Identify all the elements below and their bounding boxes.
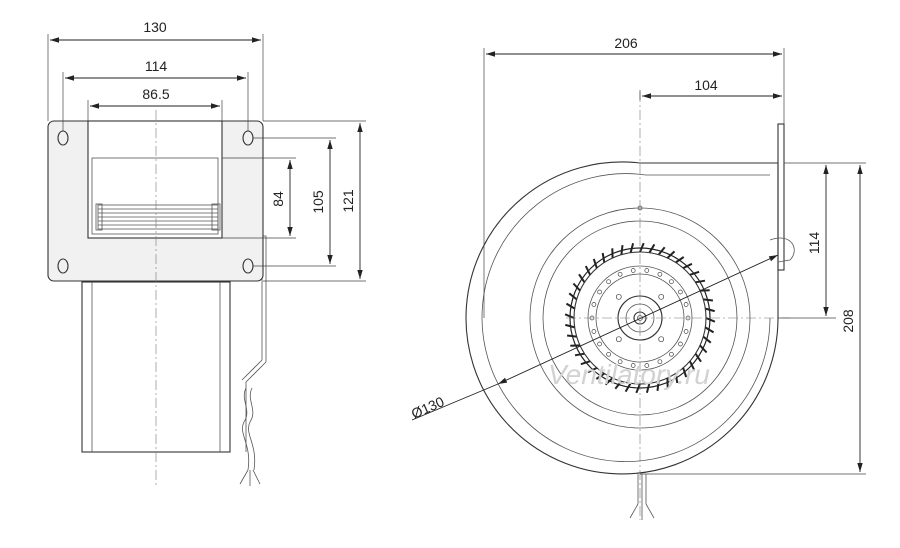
rivet — [678, 289, 683, 295]
rivet — [597, 289, 602, 295]
dim-label-114-front: 114 — [806, 232, 822, 255]
impeller-blades — [95, 203, 221, 231]
dim-label-121: 121 — [340, 189, 356, 213]
dim-label-105: 105 — [310, 190, 326, 214]
rivet — [606, 351, 611, 357]
outlet-opening — [87, 120, 223, 239]
rivet — [683, 302, 689, 307]
dim-label-104: 104 — [694, 77, 718, 93]
rivet — [678, 341, 683, 347]
mounting-hole-bottom-left — [57, 258, 69, 274]
watermark: Ventilatory.ru — [548, 359, 710, 390]
hub-bolt — [615, 336, 622, 343]
hub-bolt — [658, 293, 665, 300]
dim-label-diameter: Ø130 — [409, 393, 447, 422]
cable — [242, 387, 250, 471]
rivet — [683, 329, 689, 334]
rivet — [657, 271, 663, 277]
outlet-flange — [777, 123, 785, 271]
rivet — [617, 271, 623, 277]
cable-front — [637, 474, 647, 504]
dim-label-208: 208 — [840, 309, 856, 333]
diameter-line — [497, 254, 779, 385]
hub-bolt — [658, 336, 665, 343]
dim-label-84: 84 — [270, 191, 286, 207]
rivet — [644, 268, 650, 273]
rivet — [591, 302, 597, 307]
side-view: 130 114 86.5 84 105 121 — [47, 19, 366, 486]
rivet — [630, 268, 636, 273]
dim-label-114: 114 — [145, 58, 168, 74]
rivet — [597, 341, 602, 347]
front-view: Ø130 206 104 114 208 Ventilatory.ru — [409, 35, 866, 520]
rivet — [591, 329, 597, 334]
dim-label-130: 130 — [143, 19, 167, 35]
dim-label-206: 206 — [614, 35, 638, 51]
hub-bolt — [615, 293, 622, 300]
rivet — [669, 279, 674, 285]
rivet — [669, 351, 674, 357]
rivet — [606, 279, 611, 285]
scroll-housing — [465, 161, 779, 475]
dim-label-86-5: 86.5 — [142, 86, 169, 102]
